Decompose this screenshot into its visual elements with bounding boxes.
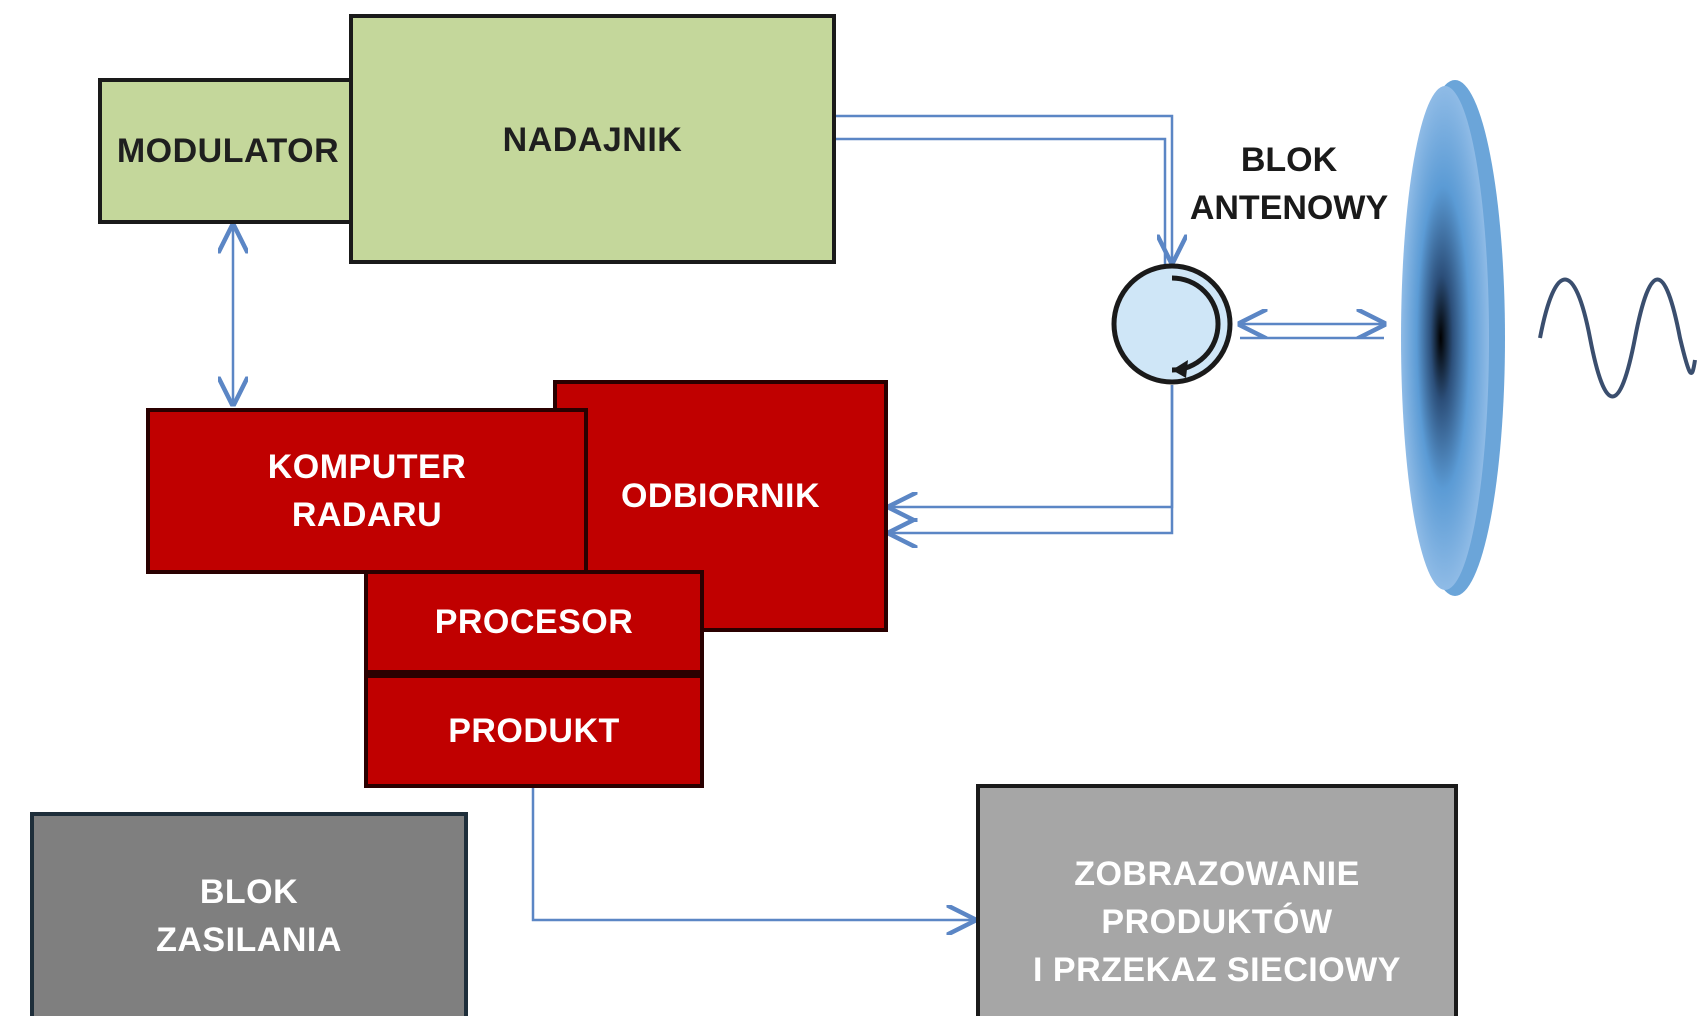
sine-wave-icon bbox=[1538, 277, 1697, 399]
product-label: PRODUKT bbox=[448, 712, 620, 750]
modulator-block: MODULATOR bbox=[98, 78, 358, 224]
processor-label: PROCESOR bbox=[434, 603, 634, 641]
circulator-to-receiver-line bbox=[890, 385, 1174, 507]
transmitter-label: NADAJNIK bbox=[502, 121, 683, 159]
radar-computer-block: KOMPUTER RADARU bbox=[146, 408, 588, 574]
circulator-icon bbox=[1111, 263, 1233, 385]
product-block: PRODUKT bbox=[364, 674, 704, 788]
processor-block: PROCESOR bbox=[364, 570, 704, 674]
power-supply-label: BLOK ZASILANIA bbox=[156, 873, 342, 959]
circulator-to-receiver-line-2 bbox=[890, 385, 1174, 533]
receiver-label: ODBIORNIK bbox=[620, 477, 821, 515]
product-display-block: ZOBRAZOWANIE PRODUKTÓW I PRZEKAZ SIECIOW… bbox=[976, 784, 1458, 1016]
transmitter-to-circulator-line-2 bbox=[835, 137, 1167, 266]
product-to-display-line bbox=[531, 788, 974, 920]
modulator-label: MODULATOR bbox=[116, 132, 340, 170]
transmitter-block: NADAJNIK bbox=[349, 14, 836, 264]
antenna-unit-label: BLOK ANTENOWY bbox=[1189, 141, 1389, 227]
dish-antenna-icon bbox=[1401, 80, 1505, 596]
connector-lines bbox=[233, 114, 1384, 920]
radar-computer-label: KOMPUTER RADARU bbox=[267, 448, 467, 534]
power-supply-block: BLOK ZASILANIA bbox=[30, 812, 468, 1016]
transmitter-to-circulator-line bbox=[835, 114, 1172, 262]
product-display-label: ZOBRAZOWANIE PRODUKTÓW I PRZEKAZ SIECIOW… bbox=[1033, 855, 1401, 989]
